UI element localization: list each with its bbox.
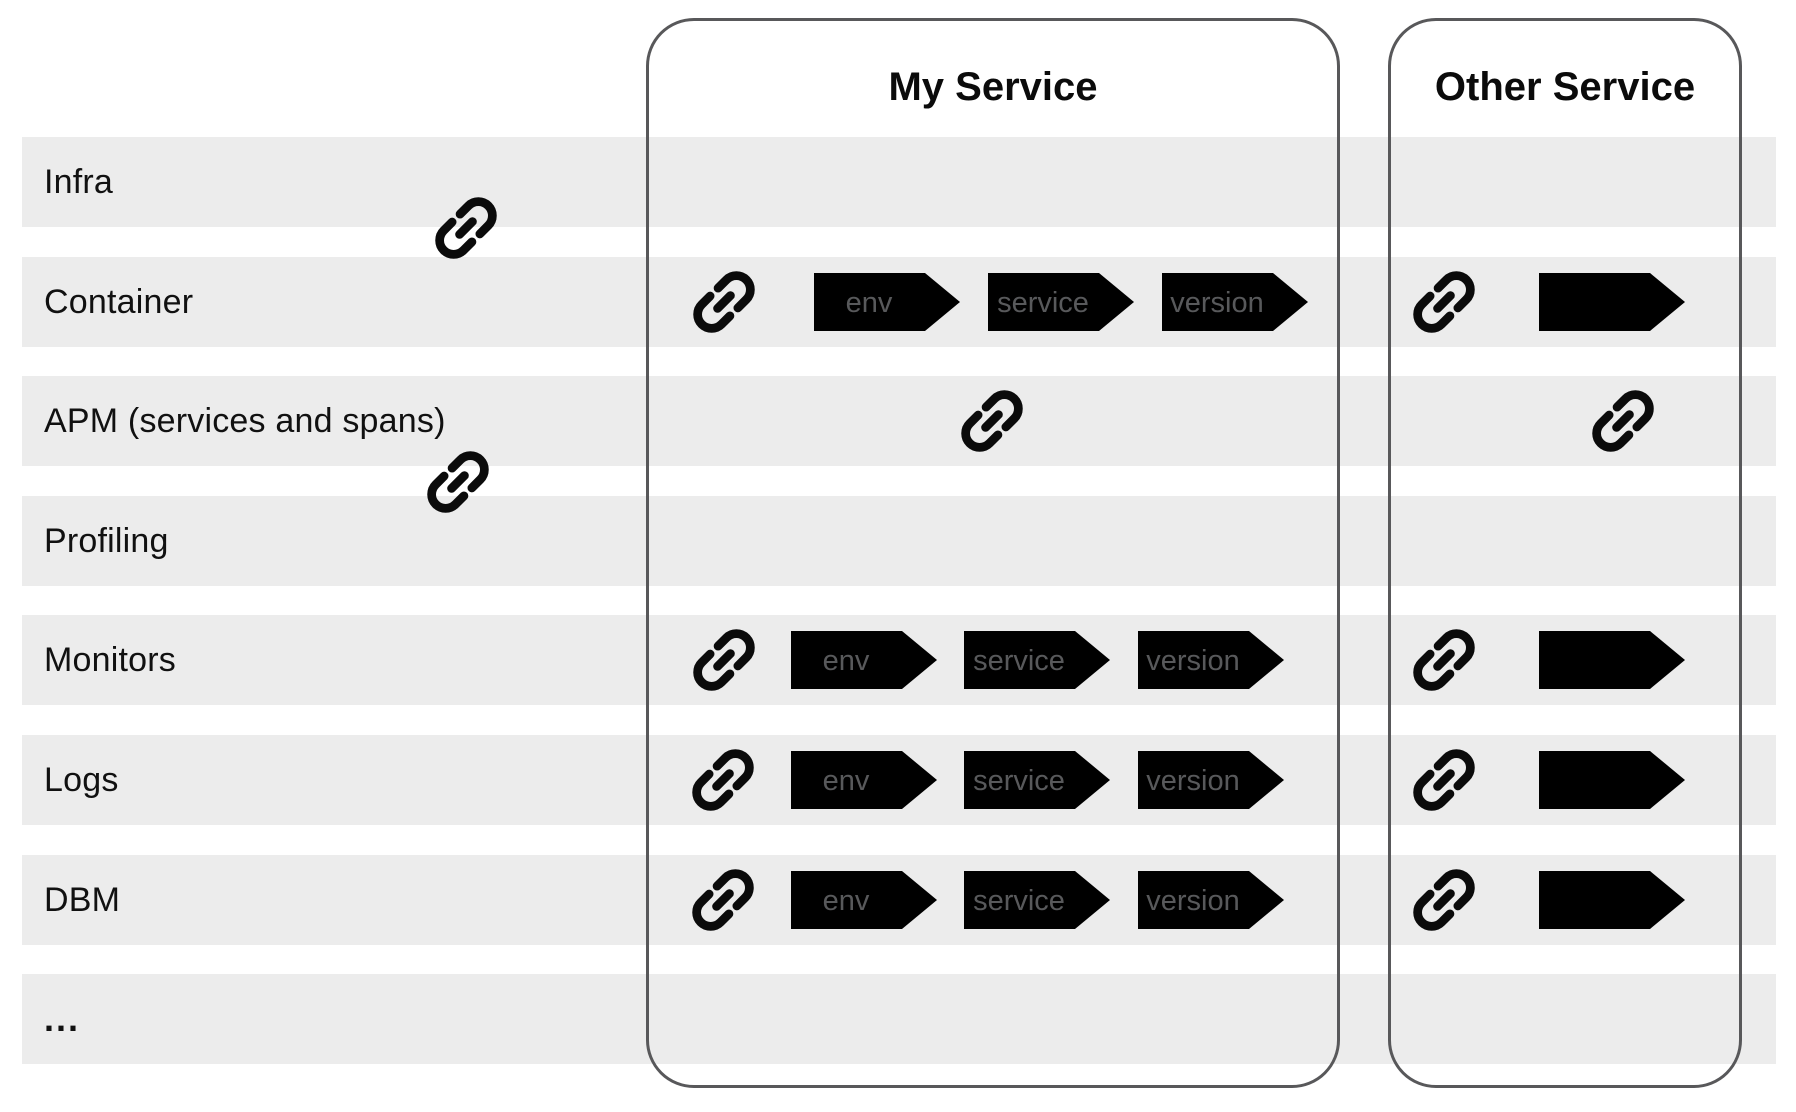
row-label-container: Container <box>44 282 194 321</box>
link-icon <box>682 260 766 344</box>
svg-text:service: service <box>973 765 1065 797</box>
tag-version: version <box>1135 748 1287 812</box>
svg-text:version: version <box>1146 765 1240 797</box>
tag-empty <box>1536 868 1688 932</box>
tag-env: env <box>788 748 940 812</box>
link-icon <box>1402 738 1486 822</box>
row-label-apm: APM (services and spans) <box>44 401 446 440</box>
row-label-more: ... <box>44 998 81 1039</box>
link-icon <box>1402 260 1486 344</box>
tag-empty <box>1536 628 1688 692</box>
svg-text:version: version <box>1146 645 1240 677</box>
svg-text:env: env <box>846 287 893 319</box>
svg-text:env: env <box>823 765 870 797</box>
tag-empty <box>1536 270 1688 334</box>
link-icon <box>424 186 508 270</box>
svg-text:service: service <box>973 885 1065 917</box>
link-icon <box>682 618 766 702</box>
svg-text:version: version <box>1170 287 1264 319</box>
row-band-container: Container <box>22 257 1776 347</box>
svg-text:service: service <box>997 287 1089 319</box>
tag-env: env <box>788 628 940 692</box>
other-service-title: Other Service <box>1434 65 1696 109</box>
svg-text:service: service <box>973 645 1065 677</box>
row-band-more: ... <box>22 974 1776 1064</box>
other-service-panel: Other Service <box>1388 18 1742 1088</box>
tag-service: service <box>961 868 1113 932</box>
link-icon <box>1581 379 1665 463</box>
tag-empty <box>1536 748 1688 812</box>
row-label-logs: Logs <box>44 760 119 799</box>
svg-text:env: env <box>823 885 870 917</box>
link-icon <box>1402 858 1486 942</box>
row-band-infra: Infra <box>22 137 1776 227</box>
tag-service: service <box>961 628 1113 692</box>
row-label-infra: Infra <box>44 162 114 201</box>
row-band-apm: APM (services and spans) <box>22 376 1776 466</box>
row-label-monitors: Monitors <box>44 640 176 679</box>
my-service-panel: My Service <box>646 18 1340 1088</box>
tag-service: service <box>985 270 1137 334</box>
tag-env: env <box>788 868 940 932</box>
tag-version: version <box>1135 628 1287 692</box>
tag-version: version <box>1159 270 1311 334</box>
svg-text:env: env <box>823 645 870 677</box>
link-icon <box>681 738 765 822</box>
row-band-profiling: Profiling <box>22 496 1776 586</box>
my-service-title: My Service <box>888 65 1098 109</box>
svg-text:version: version <box>1146 885 1240 917</box>
link-icon <box>950 379 1034 463</box>
link-icon <box>1402 618 1486 702</box>
row-label-dbm: DBM <box>44 880 121 919</box>
row-label-profiling: Profiling <box>44 521 169 560</box>
tag-version: version <box>1135 868 1287 932</box>
link-icon <box>681 858 765 942</box>
link-icon <box>416 440 500 524</box>
tag-env: env <box>811 270 963 334</box>
tag-service: service <box>961 748 1113 812</box>
